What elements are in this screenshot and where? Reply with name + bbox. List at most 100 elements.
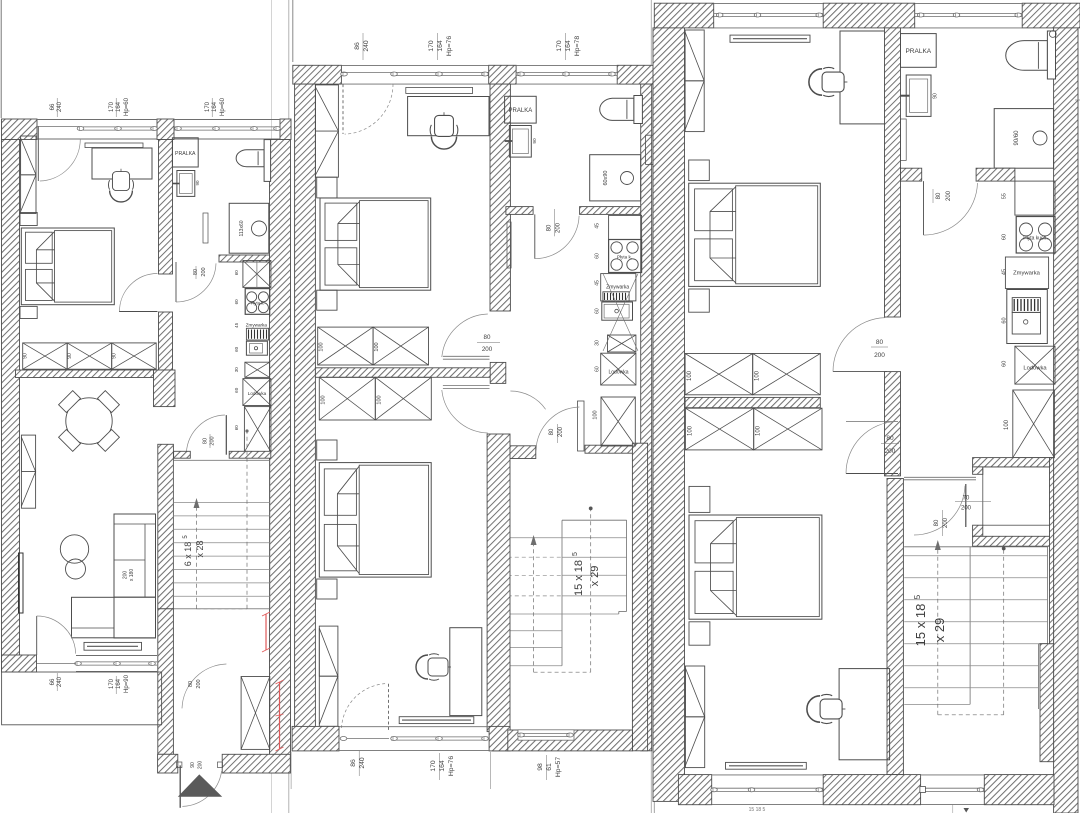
svg-text:86: 86: [350, 759, 357, 767]
svg-text:100: 100: [374, 342, 380, 351]
svg-text:170: 170: [109, 101, 115, 112]
svg-text:5: 5: [183, 535, 189, 539]
svg-text:90: 90: [23, 353, 29, 359]
svg-text:170: 170: [430, 760, 437, 772]
svg-text:200: 200: [874, 352, 885, 359]
svg-text:90: 90: [112, 353, 118, 359]
svg-text:Zmywarka: Zmywarka: [606, 284, 629, 290]
svg-text:80: 80: [936, 192, 942, 199]
svg-text:80: 80: [547, 224, 553, 231]
svg-text:30: 30: [234, 367, 239, 373]
svg-text:240: 240: [363, 40, 370, 52]
svg-text:170: 170: [205, 101, 211, 112]
svg-text:66: 66: [50, 678, 56, 685]
svg-text:200: 200: [558, 426, 564, 437]
svg-text:60: 60: [234, 346, 239, 352]
svg-text:61: 61: [546, 763, 553, 771]
svg-text:80: 80: [188, 681, 194, 687]
svg-text:Zmywarka: Zmywarka: [246, 323, 268, 328]
svg-text:Lodówka: Lodówka: [1023, 366, 1047, 372]
svg-text:66: 66: [50, 103, 56, 110]
svg-text:80: 80: [934, 519, 940, 526]
svg-text:80: 80: [203, 438, 209, 444]
svg-text:170: 170: [428, 40, 435, 52]
svg-text:30: 30: [595, 340, 601, 346]
svg-text:PRALKA: PRALKA: [905, 48, 931, 55]
svg-text:100: 100: [687, 425, 693, 436]
svg-text:60: 60: [234, 387, 239, 393]
svg-text:80: 80: [484, 334, 491, 341]
svg-text:98: 98: [537, 763, 544, 771]
svg-text:240: 240: [359, 757, 366, 769]
svg-text:Hp=90: Hp=90: [124, 674, 130, 693]
svg-text:45: 45: [1002, 269, 1008, 275]
svg-text:164: 164: [212, 101, 218, 112]
svg-text:164: 164: [116, 678, 122, 689]
svg-text:200: 200: [201, 267, 207, 276]
svg-text:Płyta k.: Płyta k.: [251, 301, 265, 306]
svg-text:200: 200: [961, 506, 972, 512]
svg-text:Lodówka: Lodówka: [248, 391, 267, 396]
svg-text:5: 5: [572, 552, 579, 556]
svg-text:PRALKA: PRALKA: [509, 108, 533, 114]
svg-text:200: 200: [885, 448, 896, 455]
svg-text:240: 240: [57, 101, 63, 112]
svg-text:200: 200: [943, 517, 949, 528]
svg-text:90: 90: [190, 762, 196, 768]
svg-text:170: 170: [109, 678, 115, 689]
svg-text:164: 164: [565, 40, 572, 52]
svg-text:90: 90: [532, 138, 538, 144]
svg-text:164: 164: [439, 760, 446, 772]
svg-text:45: 45: [595, 280, 601, 286]
svg-text:200: 200: [556, 222, 562, 233]
svg-text:86: 86: [354, 42, 361, 50]
svg-text:100: 100: [593, 410, 599, 419]
svg-text:60: 60: [1002, 234, 1008, 240]
svg-text:6 x 18: 6 x 18: [183, 542, 193, 567]
svg-text:Płyta k.: Płyta k.: [617, 255, 632, 260]
svg-text:PRALKA: PRALKA: [175, 151, 196, 157]
svg-text:x 29: x 29: [932, 618, 947, 643]
svg-text:60: 60: [595, 366, 601, 372]
svg-text:70: 70: [963, 496, 970, 502]
svg-text:90: 90: [195, 180, 200, 186]
svg-text:Płyta kuch.: Płyta kuch.: [1023, 236, 1047, 242]
svg-text:100: 100: [756, 425, 762, 436]
svg-text:100: 100: [687, 370, 693, 381]
svg-text:Hp=57: Hp=57: [555, 757, 562, 777]
svg-text:100: 100: [755, 370, 761, 381]
svg-text:60: 60: [595, 308, 601, 314]
svg-text:60: 60: [595, 253, 601, 259]
svg-text:113x60: 113x60: [239, 220, 245, 236]
svg-text:164: 164: [437, 40, 444, 52]
svg-text:Hp=60: Hp=60: [220, 97, 226, 116]
svg-text:15 x 18: 15 x 18: [573, 560, 585, 596]
svg-text:100: 100: [319, 342, 325, 351]
svg-text:60: 60: [234, 270, 239, 276]
svg-text:100: 100: [376, 395, 382, 404]
svg-text:100: 100: [320, 395, 326, 404]
svg-text:60: 60: [234, 299, 239, 305]
svg-text:200: 200: [482, 346, 493, 353]
svg-text:200: 200: [196, 679, 202, 688]
svg-text:60x90: 60x90: [603, 171, 609, 186]
svg-text:15 18 5: 15 18 5: [749, 807, 766, 813]
svg-text:Hp=60: Hp=60: [124, 97, 130, 116]
svg-text:Lodówka: Lodówka: [608, 370, 628, 376]
svg-text:200: 200: [210, 436, 216, 445]
svg-text:5: 5: [913, 594, 922, 599]
svg-text:15 x 18: 15 x 18: [913, 604, 928, 647]
svg-text:170: 170: [556, 40, 563, 52]
svg-text:Hp=78: Hp=78: [574, 36, 581, 56]
svg-text:x 29: x 29: [589, 566, 601, 587]
svg-text:200: 200: [198, 761, 204, 770]
svg-text:60: 60: [234, 425, 239, 431]
svg-text:60: 60: [1002, 361, 1008, 367]
svg-text:90: 90: [933, 93, 939, 99]
svg-text:164: 164: [116, 101, 122, 112]
svg-text:x 180: x 180: [129, 569, 135, 581]
svg-text:100: 100: [1004, 419, 1010, 430]
svg-text:90: 90: [67, 353, 73, 359]
svg-text:45: 45: [234, 322, 239, 328]
svg-text:55: 55: [1002, 193, 1008, 199]
